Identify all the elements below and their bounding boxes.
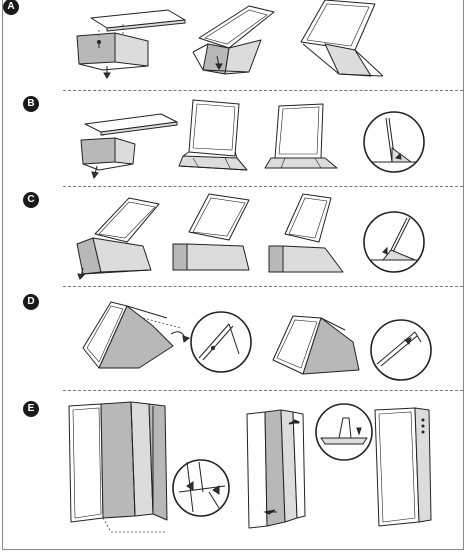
manual-frame: A xyxy=(2,0,464,550)
step-c-figure-3 xyxy=(268,193,344,273)
step-e-detail-circle-2 xyxy=(315,403,373,461)
divider-b xyxy=(63,186,463,187)
step-b-figure-1 xyxy=(80,113,178,180)
step-c-detail-circle xyxy=(363,211,425,273)
step-b-figure-3 xyxy=(264,103,338,169)
step-c-figure-1 xyxy=(76,197,160,280)
step-b-badge: B xyxy=(23,96,39,112)
step-a-illustration xyxy=(76,0,384,79)
divider-d xyxy=(63,390,463,391)
step-b: B xyxy=(3,92,465,188)
step-a: A xyxy=(3,0,465,92)
divider-a xyxy=(63,90,463,91)
step-a-figure-2 xyxy=(192,5,275,75)
step-e-detail-circle-1 xyxy=(172,459,230,517)
step-a-figure-1 xyxy=(76,9,186,79)
divider-c xyxy=(63,286,463,287)
step-b-figure-2 xyxy=(178,99,248,171)
step-a-figure-3 xyxy=(300,0,384,77)
step-e-badge: E xyxy=(23,401,39,417)
step-c-figure-2 xyxy=(172,193,250,271)
step-d-illustration xyxy=(82,301,432,381)
step-e-figure-3 xyxy=(374,407,432,527)
step-e: E xyxy=(3,392,465,550)
step-e-illustration xyxy=(68,401,432,533)
step-b-illustration xyxy=(80,99,425,180)
step-e-figure-1 xyxy=(68,401,168,533)
step-d-detail-circle-2 xyxy=(370,319,432,381)
step-d-badge: D xyxy=(23,294,39,310)
step-d-figure-1 xyxy=(82,301,191,369)
step-e-figure-2 xyxy=(246,409,306,529)
step-a-badge: A xyxy=(3,0,19,15)
step-d: D xyxy=(3,288,465,392)
step-d-detail-circle-1 xyxy=(190,311,252,373)
step-b-detail-circle xyxy=(363,111,425,173)
step-c: C xyxy=(3,188,465,288)
step-c-illustration xyxy=(76,193,425,280)
step-c-badge: C xyxy=(23,192,39,208)
step-d-figure-2 xyxy=(272,315,360,375)
